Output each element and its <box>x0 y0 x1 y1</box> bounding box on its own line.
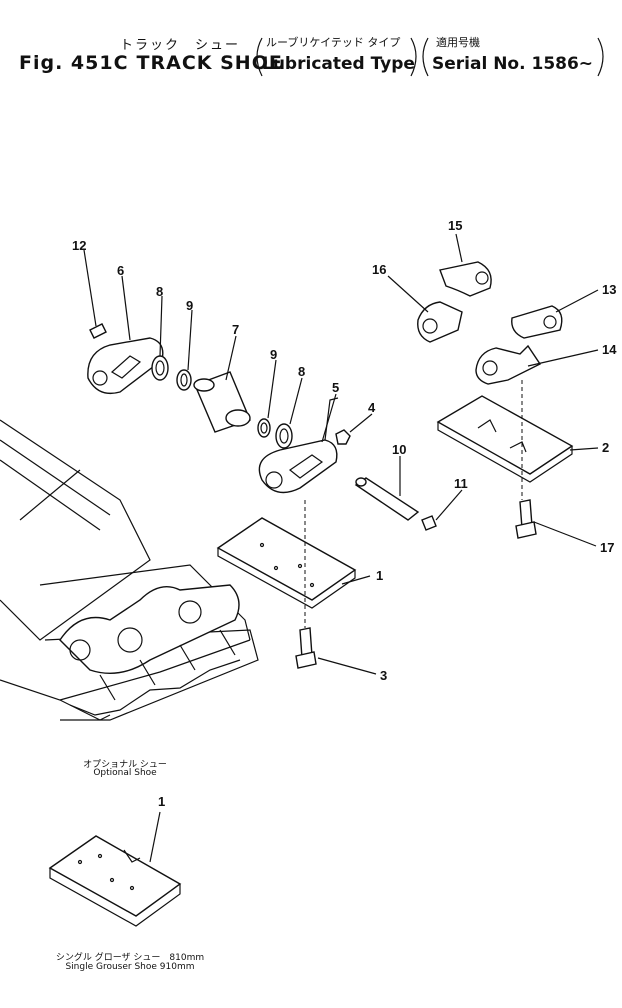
caption-single-jp: シングル グローザ シュー 810mm <box>55 953 205 963</box>
serial-japanese: 適用号機 <box>436 36 480 49</box>
callout-13: 13 <box>602 282 617 297</box>
part-9-ring-left <box>176 369 192 391</box>
callout-16: 16 <box>372 262 387 277</box>
part-9-ring-right <box>257 418 271 438</box>
callout-14: 14 <box>602 342 617 357</box>
part-15-lug <box>439 261 492 297</box>
part-13-cover <box>511 305 563 339</box>
caption-optional-en: Optional Shoe <box>93 768 157 778</box>
callout-9: 9 <box>186 298 194 313</box>
callout-7: 7 <box>232 322 240 337</box>
callout-1: 1 <box>376 568 384 583</box>
title-english: TRACK SHOE <box>136 52 283 74</box>
type-english: Lubricated Type <box>262 54 415 74</box>
serial-english: Serial No. 1586~ <box>432 54 594 74</box>
callout-9b: 9 <box>270 347 278 362</box>
part-4-nut <box>335 429 351 445</box>
part-16-link <box>417 301 463 343</box>
callout-15: 15 <box>448 218 463 233</box>
callout-17: 17 <box>600 540 615 555</box>
part-1-shoe <box>216 517 357 601</box>
paren-right-1 <box>410 37 417 77</box>
part-5-link <box>258 439 338 494</box>
callout-5: 5 <box>332 380 340 395</box>
optional-single-grouser-shoe <box>48 811 182 927</box>
callout-6: 6 <box>117 263 125 278</box>
part-12-plug <box>89 323 107 339</box>
figure-label: Fig. 451C <box>19 52 129 74</box>
callout-4: 4 <box>368 400 376 415</box>
callout-12: 12 <box>72 238 87 253</box>
paren-right-2 <box>597 37 604 77</box>
paren-left-1 <box>256 37 263 77</box>
callout-11: 11 <box>454 476 468 491</box>
part-8-seal-left <box>151 355 169 381</box>
track-assembly-background <box>0 419 259 721</box>
caption-single-en: Single Grouser Shoe 910mm <box>65 962 195 972</box>
callout-8: 8 <box>156 284 164 299</box>
callout-8b: 8 <box>298 364 306 379</box>
title-japanese: トラック シュー <box>120 38 241 53</box>
part-11-stopper <box>421 515 437 531</box>
part-2-shoe <box>436 395 574 475</box>
callout-3: 3 <box>380 668 388 683</box>
paren-left-2 <box>422 37 429 77</box>
callout-10: 10 <box>392 442 407 457</box>
callout-1-optional: 1 <box>158 794 166 809</box>
part-8-seal-right <box>275 423 293 449</box>
figure-title: Fig. 451C TRACK SHOE <box>19 52 291 74</box>
callout-2: 2 <box>602 440 610 455</box>
type-japanese: ルーブリケイテッド タイプ <box>266 36 401 49</box>
caption-optional-jp: オプショナル シュー <box>83 760 167 770</box>
